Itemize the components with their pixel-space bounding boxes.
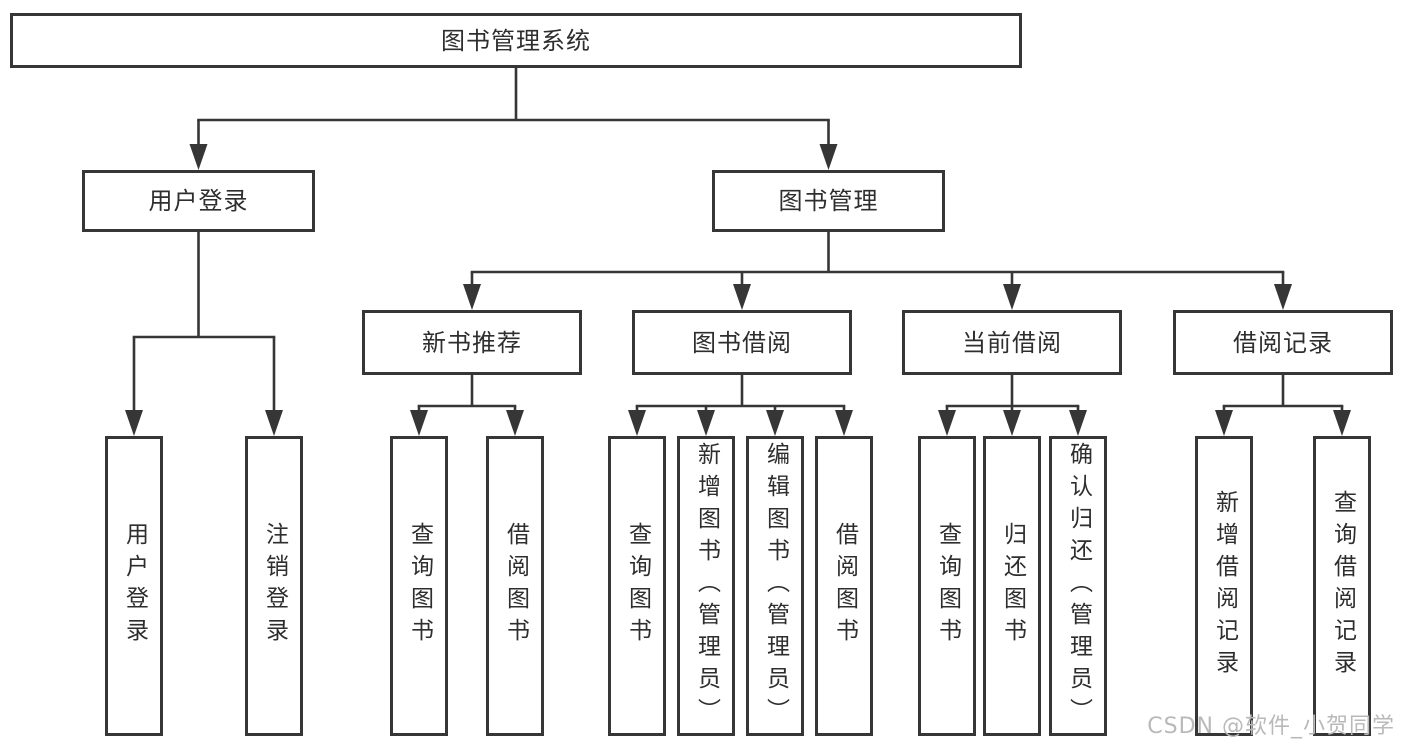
arrowhead-icon (506, 410, 524, 436)
tree-node-label: 确认归还（管理员） (1065, 442, 1092, 730)
tree-node-leaf-logout-login: 注销登录 (245, 436, 303, 736)
tree-node-label: 图书管理 (778, 187, 879, 215)
tree-node-leaf-query-borrow-record: 查询借阅记录 (1313, 436, 1371, 736)
tree-node-label: 新增图书（管理员） (693, 442, 720, 730)
tree-node-label: 当前借阅 (962, 328, 1062, 357)
arrowhead-icon (835, 410, 853, 436)
tree-node-leaf-add-borrow-record: 新增借阅记录 (1195, 436, 1253, 736)
tree-node-label: 查询图书 (624, 522, 651, 650)
arrowhead-icon (733, 284, 751, 310)
arrowhead-icon (819, 144, 838, 170)
tree-node-label: 查询图书 (406, 522, 433, 650)
tree-node-label: 借阅图书 (502, 522, 529, 650)
arrowhead-icon (628, 410, 646, 436)
tree-node-leaf-edit-books-admin: 编辑图书（管理员） (746, 436, 804, 736)
arrowhead-icon (938, 410, 956, 436)
arrowhead-icon (410, 410, 428, 436)
arrowhead-icon (1003, 410, 1021, 436)
arrowhead-icon (125, 410, 143, 436)
tree-node-root: 图书管理系统 (10, 13, 1022, 68)
tree-node-book-borrowing: 图书借阅 (632, 310, 852, 375)
arrowhead-icon (1333, 410, 1351, 436)
tree-node-leaf-user-login: 用户登录 (105, 436, 163, 736)
arrowhead-icon (1069, 410, 1087, 436)
arrowhead-icon (1274, 284, 1292, 310)
tree-node-label: 查询图书 (934, 522, 961, 650)
watermark: CSDN @软件_小贺同学 (1147, 714, 1395, 739)
arrowhead-icon (265, 410, 283, 436)
tree-node-label: 归还图书 (999, 522, 1026, 650)
tree-node-label: 注销登录 (261, 522, 288, 650)
tree-node-label: 图书借阅 (692, 328, 792, 357)
tree-node-user-login: 用户登录 (82, 170, 315, 232)
arrowhead-icon (766, 410, 784, 436)
tree-node-label: 用户登录 (148, 187, 249, 215)
tree-node-label: 用户登录 (121, 522, 148, 650)
tree-node-current-borrowing: 当前借阅 (902, 310, 1122, 375)
tree-node-label: 图书管理系统 (441, 26, 591, 55)
tree-node-label: 借阅图书 (831, 522, 858, 650)
tree-node-book-management: 图书管理 (712, 170, 945, 232)
arrowhead-icon (189, 144, 208, 170)
tree-node-new-book-recommend: 新书推荐 (362, 310, 582, 375)
arrowhead-icon (1003, 284, 1021, 310)
arrowhead-icon (1215, 410, 1233, 436)
tree-node-label: 查询借阅记录 (1329, 490, 1356, 682)
tree-node-leaf-borrow-books-1: 借阅图书 (486, 436, 544, 736)
tree-node-leaf-add-books-admin: 新增图书（管理员） (677, 436, 735, 736)
tree-node-label: 编辑图书（管理员） (762, 442, 789, 730)
tree-node-label: 借阅记录 (1233, 328, 1333, 357)
tree-node-borrowing-records: 借阅记录 (1173, 310, 1393, 375)
tree-node-leaf-confirm-return-admin: 确认归还（管理员） (1049, 436, 1107, 736)
tree-node-leaf-borrow-books-2: 借阅图书 (815, 436, 873, 736)
tree-node-leaf-return-books: 归还图书 (983, 436, 1041, 736)
tree-node-leaf-query-books-2: 查询图书 (608, 436, 666, 736)
tree-node-label: 新增借阅记录 (1211, 490, 1238, 682)
tree-node-label: 新书推荐 (422, 328, 522, 357)
arrowhead-icon (463, 284, 481, 310)
tree-node-leaf-query-books-1: 查询图书 (390, 436, 448, 736)
arrowhead-icon (697, 410, 715, 436)
tree-node-leaf-query-books-3: 查询图书 (918, 436, 976, 736)
